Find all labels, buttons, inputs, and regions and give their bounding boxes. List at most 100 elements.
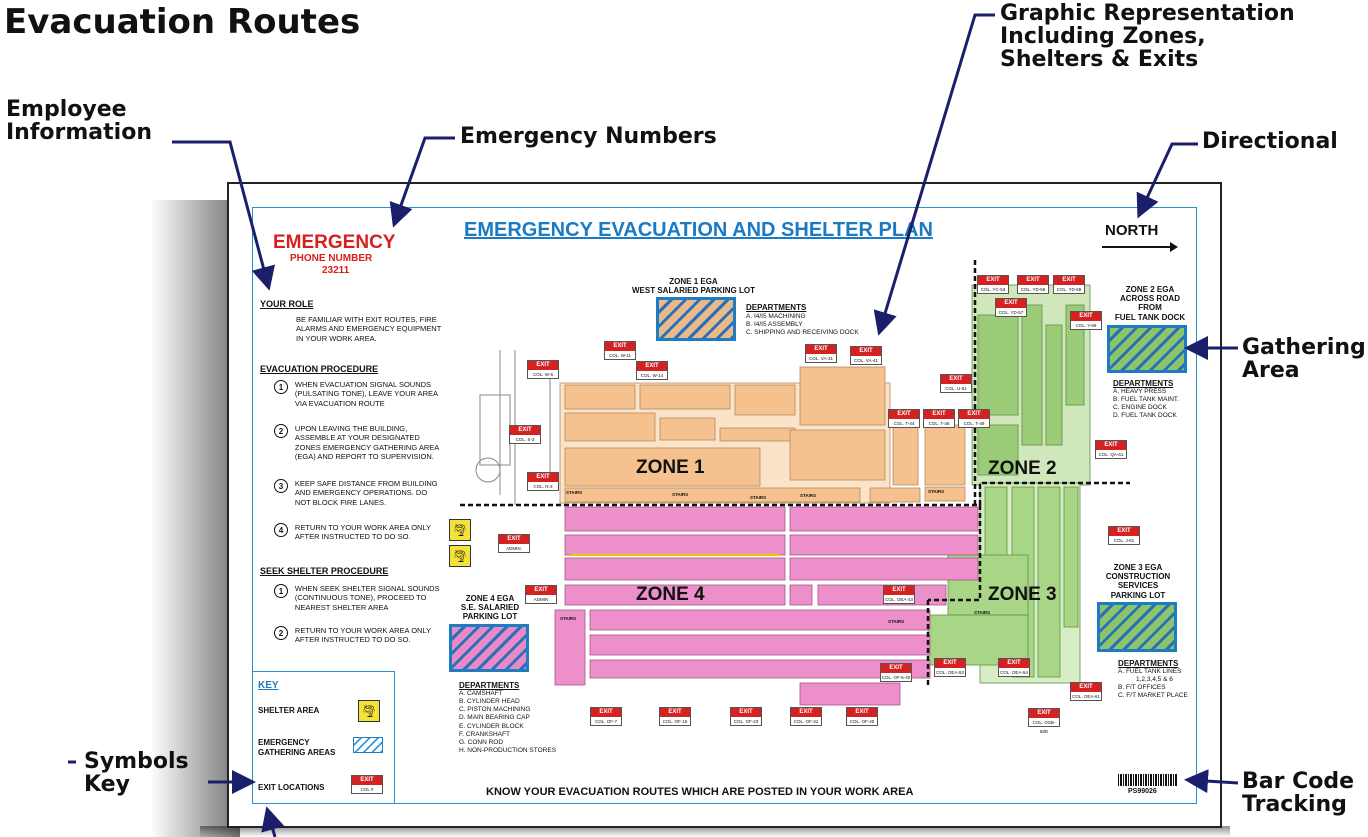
evacuation-steps: 1 WHEN EVACUATION SIGNAL SOUNDS (PULSATI… xyxy=(274,380,444,563)
zone1-ega-title: ZONE 1 EGA WEST SALARIED PARKING LOT xyxy=(632,277,755,296)
exit-label: EXIT xyxy=(637,362,667,371)
barcode-icon xyxy=(1118,774,1178,786)
zone-2-label: ZONE 2 xyxy=(988,458,1057,479)
zone1-area xyxy=(559,366,966,504)
department-item: C. ENGINE DOCK xyxy=(1113,404,1167,412)
exit-label: EXIT xyxy=(526,586,556,595)
zone3-ega-title: ZONE 3 EGA CONSTRUCTION SERVICES PARKING… xyxy=(1105,563,1171,600)
exit-col: COL. T-44 xyxy=(893,421,915,426)
phone-number-label: PHONE NUMBER xyxy=(290,253,373,264)
exit-col: COL. YD-58 xyxy=(1020,287,1046,292)
callout-bar-code: Bar Code Tracking xyxy=(1242,769,1355,818)
step-text: WHEN EVACUATION SIGNAL SOUNDS (PULSATING… xyxy=(294,380,438,408)
step-number: 1 xyxy=(274,380,288,394)
zone4-departments-list: A. CAMSHAFT B. CYLINDER HEAD C. PISTON M… xyxy=(459,690,556,755)
plan-title: EMERGENCY EVACUATION AND SHELTER PLAN xyxy=(464,219,933,241)
callout-employee-info: Employee Information xyxy=(6,97,152,146)
exit-marker: EXIT COL. OF-6-40 xyxy=(880,663,912,682)
exit-col: COL. OF-6-40 xyxy=(881,675,911,680)
exit-col: COL. S-3 xyxy=(515,437,535,442)
zone3-ega-hatch xyxy=(1097,602,1177,652)
zone1-ega-hatch xyxy=(656,297,736,341)
stairs-label: STAIRS xyxy=(750,495,767,500)
shelter-steps: 1 WHEN SEEK SHELTER SIGNAL SOUNDS (CONTI… xyxy=(274,584,444,666)
zone3-departments-title: DEPARTMENTS xyxy=(1118,659,1179,668)
exit-col: COL. OEA-61 xyxy=(1072,694,1100,699)
poster-shadow-bottom xyxy=(200,826,1230,837)
exit-col: COL. OF-7 xyxy=(594,719,617,724)
evac-step: 2 UPON LEAVING THE BUILDING, ASSEMBLE AT… xyxy=(274,424,444,479)
department-item: A. HEAVY PRESS xyxy=(1113,388,1167,395)
zone1-departments-title: DEPARTMENTS xyxy=(746,303,807,312)
exit-label: EXIT xyxy=(851,347,881,356)
exit-label: EXIT xyxy=(791,708,821,717)
key-exit-label: EXIT LOCATIONS xyxy=(258,783,325,792)
step-number: 1 xyxy=(274,584,288,598)
exit-label: EXIT xyxy=(941,375,971,384)
key-title: KEY xyxy=(258,680,279,691)
department-item: G. CONN ROD xyxy=(459,738,504,746)
exit-label: EXIT xyxy=(924,410,954,419)
exit-col: COL. J-61 xyxy=(1113,538,1135,543)
exit-col: COL. OF-23 xyxy=(733,719,759,724)
exit-label: EXIT xyxy=(499,535,529,544)
stairs-label: STAIRS xyxy=(888,619,905,624)
your-role-text: BE FAMILIAR WITH EXIT ROUTES, FIRE ALARM… xyxy=(296,315,442,343)
zone-3-label: ZONE 3 xyxy=(988,584,1057,605)
step-number: 2 xyxy=(274,424,288,438)
evac-step: 1 WHEN EVACUATION SIGNAL SOUNDS (PULSATI… xyxy=(274,380,444,424)
phone-number: 23211 xyxy=(322,265,350,276)
department-item: A. FUEL TANK LINES xyxy=(1118,668,1182,675)
stairs-label: STAIRS xyxy=(566,490,583,495)
exit-label: EXIT xyxy=(881,664,911,673)
exit-marker: EXIT COL. YD-57 xyxy=(995,298,1027,317)
department-item: F. CRANKSHAFT xyxy=(459,730,510,738)
department-item: C. SHIPPING AND RECEIVING DOCK xyxy=(746,329,859,337)
exit-label: EXIT xyxy=(1054,276,1084,285)
exit-label: EXIT xyxy=(806,345,836,354)
stairs-label: STAIRS xyxy=(560,616,577,621)
zone2-ega-title: ZONE 2 EGA ACROSS ROAD FROM FUEL TANK DO… xyxy=(1114,285,1186,322)
exit-label: EXIT xyxy=(605,342,635,351)
callout-directional: Directional xyxy=(1202,129,1338,154)
key-ega-label: EMERGENCY GATHERING AREAS xyxy=(258,738,336,757)
department-item: D. FUEL TANK DOCK xyxy=(1113,412,1177,420)
exit-marker: EXIT COL. VA-41 xyxy=(850,346,882,365)
exit-marker: EXIT COL. U-51 xyxy=(940,374,972,393)
exit-col: COL. OSB-58D xyxy=(1032,720,1056,734)
zone-boundaries xyxy=(460,260,1130,685)
zone2-departments-title: DEPARTMENTS xyxy=(1113,379,1174,388)
exit-col: COL. VA-41 xyxy=(854,358,878,363)
shelter-step: 2 RETURN TO YOUR WORK AREA ONLY AFTER IN… xyxy=(274,626,444,666)
department-item: A. I4/I5 MACHINING xyxy=(746,313,806,320)
zone-4-label: ZONE 4 xyxy=(636,584,705,605)
exit-label: EXIT xyxy=(999,659,1029,668)
department-item: B. I4/I5 ASSEMBLY xyxy=(746,321,803,329)
exit-col: COL. VA-31 xyxy=(809,356,833,361)
poster-shadow xyxy=(150,200,240,837)
zone4-departments-title: DEPARTMENTS xyxy=(459,681,520,690)
department-item: 1,2,3,4,5 & 6 xyxy=(1136,676,1173,684)
exit-label: EXIT xyxy=(996,299,1026,308)
evac-step: 4 RETURN TO YOUR WORK AREA ONLY AFTER IN… xyxy=(274,523,444,563)
callout-graphic-representation: Graphic Representation Including Zones, … xyxy=(1000,1,1295,73)
exit-col: COL. OF-15 xyxy=(662,719,688,724)
exit-col: COL. YD-57 xyxy=(998,310,1024,315)
exit-col: COL. U-51 xyxy=(945,386,967,391)
